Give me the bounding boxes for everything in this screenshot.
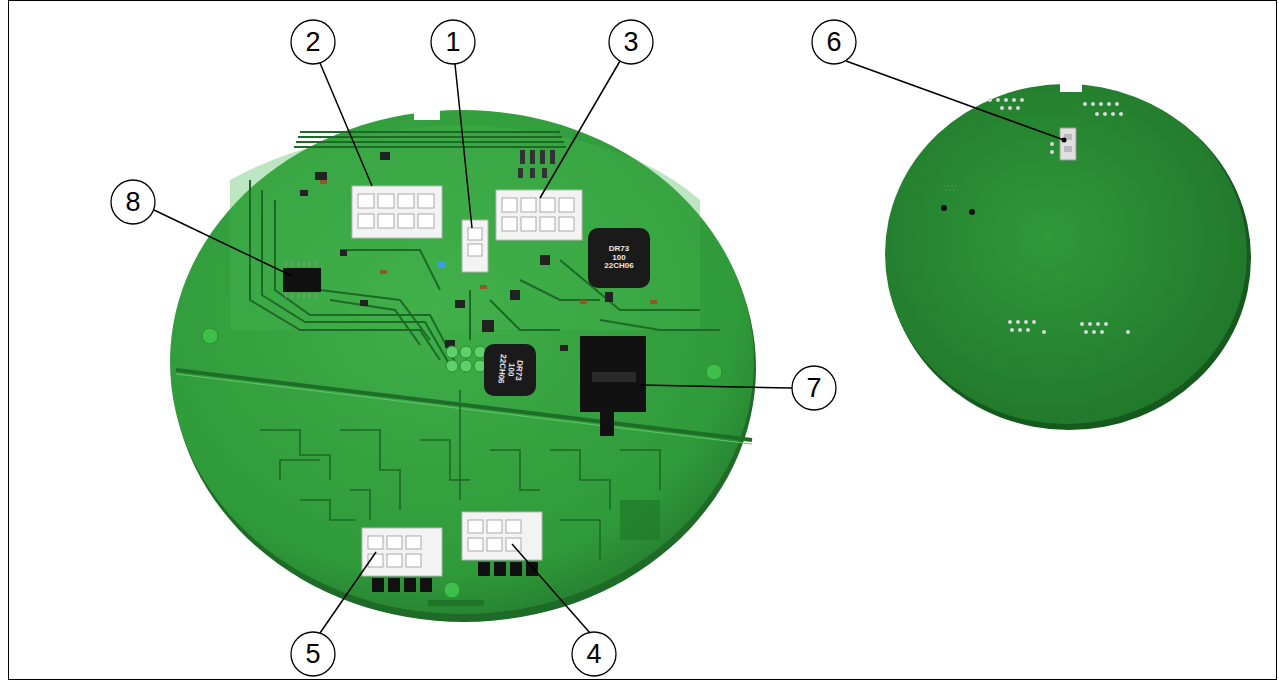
callout-number: 5 (293, 641, 333, 668)
callout-number: 8 (113, 189, 153, 216)
leader-lines (154, 61, 1064, 633)
callout-number: 3 (611, 29, 651, 56)
frame (9, 1, 1277, 680)
callout-circles (111, 20, 856, 676)
callout-number: 6 (814, 29, 854, 56)
component-marking: DR73 100 22CH06 (601, 245, 637, 270)
callout-number: 1 (433, 29, 473, 56)
callout-number: 7 (794, 375, 834, 402)
back-board (885, 84, 1251, 430)
component-marking: DR73 100 22CH06 (496, 351, 524, 389)
main-board (170, 108, 756, 622)
callout-number: 2 (293, 29, 333, 56)
callout-number: 4 (574, 641, 614, 668)
